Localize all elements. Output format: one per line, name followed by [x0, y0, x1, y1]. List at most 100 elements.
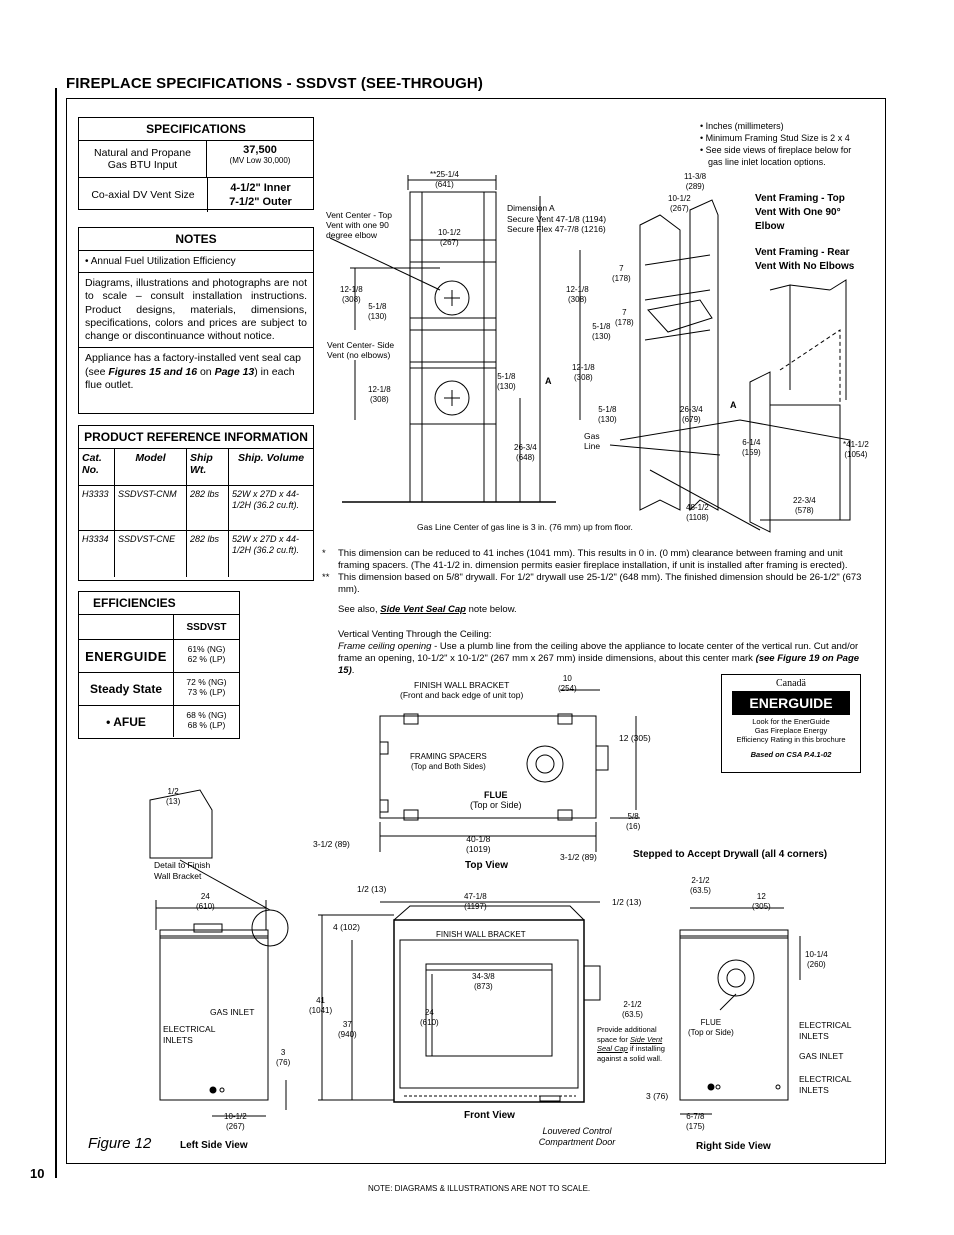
front-view-title: Front View [464, 1110, 515, 1121]
framing-isometric-diagram [579, 199, 851, 533]
dim-10-top: 10(254) [558, 674, 577, 693]
louvered-door-label: Louvered Control Compartment Door [538, 1126, 616, 1147]
efficiency-col: SSDVST [173, 615, 239, 639]
product-reference-table: PRODUCT REFERENCE INFORMATION Cat. No. M… [78, 425, 314, 581]
product-reference-title: PRODUCT REFERENCE INFORMATION [79, 426, 313, 449]
energuide-logo: ENERGUIDE [85, 648, 167, 664]
flue-label-top: FLUE(Top or Side) [470, 790, 522, 810]
dim-12-front-right: 1/2 (13) [612, 897, 642, 907]
label-a-vent: A [545, 376, 552, 386]
dim-3-left: 3(76) [276, 1048, 291, 1067]
right-side-view-title: Right Side View [696, 1141, 771, 1152]
front-view-diagram [318, 901, 601, 1103]
efficiencies-title: EFFICIENCIES [79, 592, 239, 615]
detail-dim: 1/2(13) [166, 787, 181, 806]
dim-3-right: 3 (76) [646, 1091, 669, 1101]
dim-22-34: 22-3/4(578) [793, 496, 816, 515]
dim-12-top: 12 (305) [619, 733, 651, 743]
dim-34-38: 34-3/8(873) [472, 972, 495, 991]
col-cat: Cat. No. [79, 449, 115, 485]
left-side-view-diagram [149, 789, 289, 1117]
left-margin-rule [55, 88, 57, 1178]
notes-bullet: • Annual Fuel Utilization Efficiency [79, 251, 313, 273]
dim-47-18: 47-1/8(1197) [464, 892, 487, 911]
electrical-inlets-right-top: ELECTRICAL INLETS [799, 1020, 852, 1041]
dim-10-12-left: 10-1/2(267) [224, 1112, 247, 1131]
dim-24-left: 24(610) [196, 892, 215, 911]
notes-seal-cap: Appliance has a factory-installed vent s… [85, 352, 301, 392]
dim-3-12-right: 3-1/2 (89) [560, 852, 597, 862]
top-view-diagram [379, 689, 640, 852]
vent-center-side-label: Vent Center- Side Vent (no elbows) [327, 340, 395, 360]
footer-note: NOTE: DIAGRAMS & ILLUSTRATIONS ARE NOT T… [368, 1184, 591, 1193]
notes-box: NOTES • Annual Fuel Utilization Efficien… [78, 227, 314, 414]
detail-caption: Detail to Finish Wall Bracket [154, 860, 211, 881]
dim-5-18-b: 5-1/8(130) [497, 372, 516, 391]
dim-26-34: 26-3/4(648) [514, 443, 537, 462]
canada-wordmark: Canadä [776, 678, 806, 689]
dim-4-front: 4 (102) [333, 922, 360, 932]
col-model: Model [115, 449, 187, 485]
notes-disclaimer: Diagrams, illustrations and photographs … [79, 273, 313, 349]
dim-11-38: 11-3/8(289) [684, 172, 707, 191]
btu-label: Natural and Propane Gas BTU Input [79, 141, 207, 177]
vent-framing-diagram [329, 175, 556, 503]
dim-5-18-a: 5-1/8(130) [368, 302, 387, 321]
dim-6-78: 6-7/8(175) [686, 1112, 705, 1131]
dim-48-12: 48-1/2(1108) [686, 503, 709, 522]
dim-10-12-frame: 10-1/2(267) [668, 194, 691, 213]
top-view-title: Top View [465, 860, 508, 871]
dim-5-18-frame-a: 5-1/8(130) [592, 322, 611, 341]
gas-line-label: Gas Line [584, 431, 601, 451]
left-side-view-title: Left Side View [180, 1140, 248, 1151]
dimension-notes: • Inches (millimeters) • Minimum Framing… [700, 121, 852, 167]
table-row: H3334 SSDVST-CNE 282 lbs 52W x 27D x 44-… [79, 531, 313, 577]
electrical-inlets-right-bottom: ELECTRICAL INLETS [799, 1074, 852, 1095]
dim-10-12: 10-1/2(267) [438, 228, 461, 247]
page-number: 10 [30, 1166, 45, 1181]
dim-12-front-left: 1/2 (13) [357, 884, 387, 894]
efficiencies-table: EFFICIENCIES SSDVST ENERGUIDE 61% (NG)62… [78, 591, 240, 739]
dim-7-a: 7(178) [612, 264, 631, 283]
vent-outer: 7-1/2" Outer [229, 196, 292, 208]
gas-inlet-left: GAS INLET [210, 1007, 255, 1017]
col-volume: Ship. Volume [237, 452, 305, 464]
gas-inlet-right: GAS INLET [799, 1051, 844, 1061]
dim-37-front: 37(940) [338, 1020, 357, 1039]
figure-frame [66, 98, 886, 1164]
dim-12-18-a: 12-1/8(308) [340, 285, 363, 304]
afue-label: • AFUE [106, 714, 146, 729]
dim-5-18-frame-b: 5-1/8(130) [598, 405, 617, 424]
flue-label-right: FLUE(Top or Side) [688, 1018, 734, 1037]
dim-12-18-frame-b: 12-1/8(308) [572, 363, 595, 382]
label-a-frame: A [730, 400, 737, 410]
footnotes: *This dimension can be reduced to 41 inc… [322, 548, 862, 676]
gas-line-note: Gas Line Center of gas line is 3 in. (76… [417, 522, 633, 532]
table-row: H3333 SSDVST-CNM 282 lbs 52W x 27D x 44-… [79, 486, 313, 531]
finish-wall-bracket-label: FINISH WALL BRACKET(Front and back edge … [400, 680, 524, 700]
vent-framing-top-label: Vent Framing - Top Vent With One 90° Elb… [755, 193, 845, 232]
dim-26-34-frame: 26-3/4(679) [680, 405, 703, 424]
col-weight: Ship Wt. [187, 449, 229, 485]
dim-24-front: 24(610) [420, 1008, 439, 1027]
btu-sub: (MV Low 30,000) [229, 156, 291, 165]
dim-6-14: 6-1/4(159) [742, 438, 761, 457]
provide-space-note: Provide additional space for Side Vent S… [597, 1025, 665, 1063]
specifications-title: SPECIFICATIONS [79, 118, 313, 141]
vent-framing-rear-label: Vent Framing - Rear Vent With No Elbows [755, 247, 855, 272]
dim-3-12-left: 3-1/2 (89) [313, 839, 350, 849]
energuide-badge-logo: ENERGUIDE [732, 691, 850, 715]
dim-12-18-b: 12-1/8(308) [368, 385, 391, 404]
dim-top: **25-1/4(641) [430, 170, 459, 189]
dim-41-front: 41(1041) [309, 996, 333, 1015]
dim-41-12: *41-1/2(1054) [843, 440, 869, 459]
dim-5-8: 5/8(16) [626, 812, 641, 831]
dim-12-18-frame-a: 12-1/8(308) [566, 285, 589, 304]
dim-2-12-right: 2-1/2(63.5) [690, 876, 711, 895]
dim-10-14: 10-1/4(260) [805, 950, 828, 969]
figure-label: Figure 12 [88, 1135, 152, 1152]
finish-wall-front: FINISH WALL BRACKET [436, 930, 526, 939]
